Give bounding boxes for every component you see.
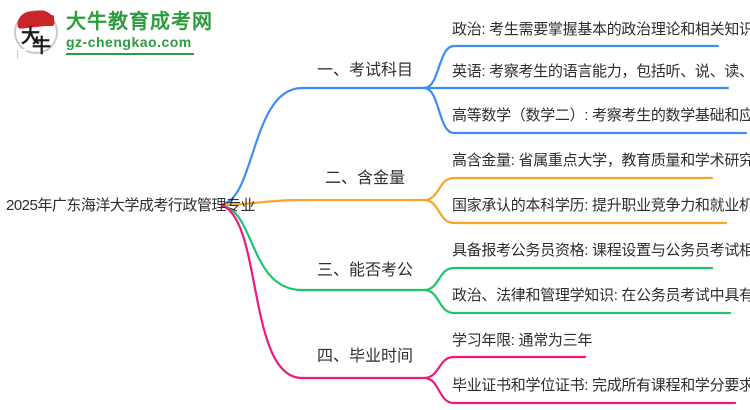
logo-text-block: 大牛教育成考网 gz-chengkao.com [66,10,213,55]
leaf-study-years: 学习年限: 通常为三年 [452,332,593,349]
logo-seal-icon [44,15,54,26]
site-domain: gz-chengkao.com [66,34,194,55]
logo-badge-icon: 大 牛 [14,9,58,58]
leaf-advanced-math: 高等数学（数学二）: 考察考生的数学基础和应用能力 [452,107,750,124]
branch1-parent-line [221,86,426,206]
branch4-parent-line [221,204,426,380]
branch2-child1-line [422,176,714,202]
branch-label-value: 二、含金量 [324,170,405,187]
branch3-child1-line [422,266,714,292]
branch1-child1-line [422,44,720,90]
branch2-child2-line [422,198,728,225]
leaf-civil-exam-eligible: 具备报考公务员资格: 课程设置与公务员考试相关 [452,242,750,259]
leaf-politics: 政治: 考生需要掌握基本的政治理论和相关知识 [452,21,750,38]
branch3-parent-line [221,204,426,292]
logo-bubble-tail [18,49,28,58]
logo-char-niu: 牛 [32,36,52,57]
leaf-recognized-degree: 国家承认的本科学历: 提升职业竞争力和就业机会 [452,197,750,214]
site-logo[interactable]: 大 牛 大牛教育成考网 gz-chengkao.com [14,9,213,58]
branch4-child1-line [422,355,587,380]
branch4-child2-line [422,376,737,405]
branch3-child2-line [422,288,732,315]
branch2-parent-line [221,198,426,207]
branch-label-exam-subjects: 一、考试科目 [316,62,413,79]
leaf-english: 英语: 考察考生的语言能力，包括听、说、读、写 [452,63,750,80]
logo-char-da: 大 [21,26,41,47]
leaf-knowledge-advantage: 政治、法律和管理学知识: 在公务员考试中具有优势 [452,287,750,304]
site-name: 大牛教育成考网 [66,11,213,33]
branch-label-graduation-time: 四、毕业时间 [316,348,413,365]
branch-label-civil-service: 三、能否考公 [316,262,413,279]
leaf-high-value: 高含金量: 省属重点大学，教育质量和学术研究良好 [452,152,750,169]
root-topic: 2025年广东海洋大学成考行政管理专业 [6,197,255,214]
leaf-certificates: 毕业证书和学位证书: 完成所有课程和学分要求后获得 [452,377,750,394]
branch1-child3-line [422,86,748,135]
